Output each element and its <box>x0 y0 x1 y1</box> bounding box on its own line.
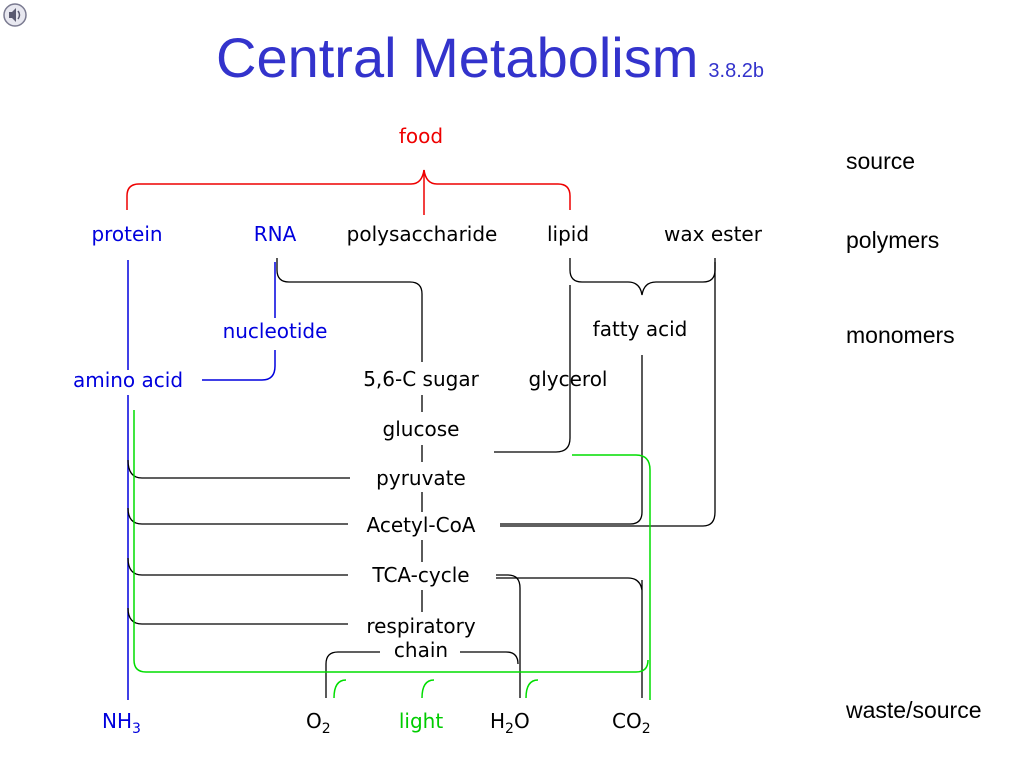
node-rna: RNA <box>254 222 297 246</box>
light-green-tick <box>421 679 435 699</box>
o2-resp-line <box>325 651 380 698</box>
node-chain: chain <box>394 638 448 662</box>
amino-tca-line <box>127 557 348 576</box>
nh3-main: NH <box>102 709 132 733</box>
green-connectors <box>133 410 651 700</box>
node-glucose: glucose <box>383 417 460 441</box>
node-h2o: H2O <box>490 709 530 737</box>
node-tca-cycle: TCA-cycle <box>371 563 469 587</box>
h2o-sub: 2 <box>505 721 514 737</box>
amino-resp-line <box>127 607 348 625</box>
h2o-h: H <box>490 709 505 733</box>
tca-h2o-line <box>496 574 521 698</box>
node-fatty-acid: fatty acid <box>593 317 688 341</box>
node-lipid: lipid <box>547 222 589 246</box>
green-fixation-loop <box>133 410 649 673</box>
rna-poly-brace <box>276 258 423 362</box>
o2-sub: 2 <box>322 721 331 737</box>
co2-sub: 2 <box>642 721 651 737</box>
node-amino-acid: amino acid <box>73 368 183 392</box>
slide-number: 3.8.2b <box>708 60 765 82</box>
node-light: light <box>399 709 443 733</box>
co2-fixation-line <box>572 454 651 700</box>
node-pyruvate: pyruvate <box>376 466 466 490</box>
o2-green-tick <box>333 679 347 699</box>
level-polymers: polymers <box>846 227 940 253</box>
slide-title: Central Metabolism 3.8.2b <box>216 26 764 103</box>
amino-acetyl-line <box>127 507 348 525</box>
node-glycerol: glycerol <box>529 367 608 391</box>
level-source: source <box>846 148 916 174</box>
h2o-o: O <box>514 709 530 733</box>
node-food: food <box>399 124 443 148</box>
lipid-wax-brace <box>569 258 716 296</box>
blue-connectors <box>127 260 276 700</box>
node-protein: protein <box>91 222 162 246</box>
o2-main: O <box>306 709 322 733</box>
node-sugar: 5,6-C sugar <box>363 367 479 391</box>
h2o-green-tick <box>525 679 539 699</box>
resp-h2o-line <box>460 651 519 665</box>
fatty-acid-acetyl-line <box>500 355 643 525</box>
food-brace <box>126 169 571 215</box>
node-polysaccharide: polysaccharide <box>347 222 498 246</box>
nucleotide-to-amino-line <box>202 350 276 381</box>
speaker-icon[interactable] <box>2 2 28 28</box>
node-o2: O2 <box>306 709 331 737</box>
level-monomers: monomers <box>846 322 955 348</box>
node-acetyl-coa: Acetyl-CoA <box>367 513 476 537</box>
co2-main: CO <box>612 709 642 733</box>
nh3-sub: 3 <box>132 721 141 737</box>
node-nucleotide: nucleotide <box>223 319 328 343</box>
level-waste: waste/source <box>846 697 982 723</box>
black-connectors <box>127 258 716 698</box>
lipid-glycerol-line <box>494 285 571 453</box>
node-respiratory: respiratory <box>366 614 476 638</box>
tca-co2-branch <box>496 577 643 591</box>
node-nh3: NH3 <box>102 709 141 737</box>
node-co2: CO2 <box>612 709 651 737</box>
amino-pyruvate-line <box>127 459 350 479</box>
node-wax-ester: wax ester <box>664 222 763 246</box>
title-text: Central Metabolism <box>216 26 699 89</box>
wax-acetyl-line <box>500 262 716 527</box>
